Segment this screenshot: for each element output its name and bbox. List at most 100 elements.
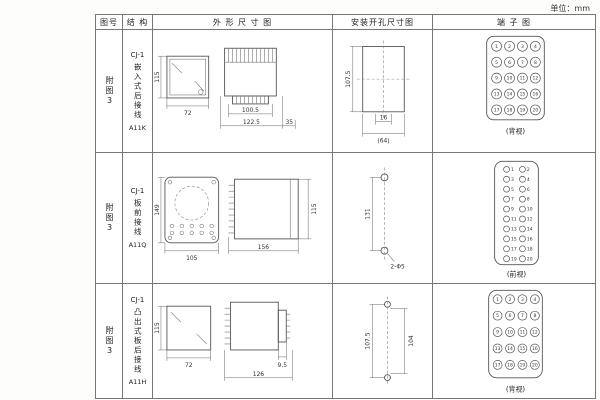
svg-text:7: 7	[521, 60, 524, 66]
structure-row3: CJ-1 凸出式板后接线 A11H	[123, 284, 153, 399]
svg-text:11: 11	[520, 330, 526, 336]
svg-text:3: 3	[521, 297, 524, 303]
spec-table: 图号 结 构 外 形 尺 寸 图 安装开孔尺寸图 端 子 图 附图3 CJ-1 …	[95, 14, 596, 399]
dim-front-width: 105	[186, 255, 198, 262]
mount-type-label: 嵌入式后接线	[133, 62, 143, 120]
svg-text:5: 5	[511, 187, 514, 193]
mount-type-label: 凸出式板后接线	[133, 307, 143, 375]
model-label: CJ-1	[130, 187, 145, 195]
svg-text:5: 5	[495, 60, 498, 66]
dim-front-width: 72	[185, 362, 193, 369]
header-terminal: 端 子 图	[433, 15, 596, 30]
svg-text:12: 12	[533, 76, 539, 82]
svg-text:12: 12	[532, 330, 538, 336]
outline-drawing-a11h: 115 72 9.5 126	[154, 301, 293, 381]
mounting-drawing-a11h: 107.5 104	[365, 296, 415, 386]
svg-text:1: 1	[495, 44, 498, 50]
dim-mount-v: 131	[365, 208, 372, 220]
model-label: CJ-1	[130, 50, 145, 59]
dim-mount-h2: (64)	[377, 137, 389, 144]
svg-text:19: 19	[511, 256, 517, 262]
svg-text:13: 13	[494, 92, 500, 98]
svg-text:9: 9	[495, 76, 498, 82]
outline-drawing-a11k: 115 72 100.5 122.5	[154, 47, 296, 129]
svg-text:16: 16	[532, 346, 538, 352]
mount-type-label: 板前接线	[133, 199, 143, 237]
svg-text:20: 20	[533, 107, 539, 113]
mounting-drawing-a11q: 131 2-Φ5	[365, 167, 405, 270]
svg-text:4: 4	[533, 297, 536, 303]
svg-text:15: 15	[520, 346, 526, 352]
svg-text:10: 10	[527, 207, 533, 213]
model-code: A11H	[128, 378, 147, 387]
svg-text:11: 11	[520, 76, 526, 82]
svg-text:14: 14	[527, 227, 533, 233]
fig-no-text: 附图3	[105, 202, 114, 234]
terminal-view-label: (前视)	[507, 270, 527, 279]
svg-text:4: 4	[527, 177, 530, 183]
svg-text:17: 17	[511, 246, 517, 252]
svg-text:18: 18	[507, 362, 513, 368]
svg-text:3: 3	[511, 177, 514, 183]
dim-side-height: 115	[311, 203, 318, 215]
header-outline: 外 形 尺 寸 图	[153, 15, 333, 30]
svg-text:12: 12	[527, 217, 533, 223]
svg-text:20: 20	[532, 362, 538, 368]
svg-text:9: 9	[511, 207, 514, 213]
terminal-view-label: (背视)	[506, 127, 526, 136]
svg-text:14: 14	[507, 92, 513, 98]
svg-text:8: 8	[527, 197, 530, 203]
dim-front-width: 72	[184, 110, 192, 117]
mounting-cell-row2: 131 2-Φ5	[333, 153, 433, 284]
svg-text:15: 15	[520, 92, 526, 98]
fig-no-row3: 附图3	[96, 284, 123, 399]
dim-mount-v1: 107.5	[365, 332, 372, 349]
outline-cell-row1: 115 72 100.5 122.5	[153, 30, 333, 153]
mounting-cell-row1: 107.5 16 (64)	[333, 30, 433, 153]
svg-text:2: 2	[508, 44, 511, 50]
model-code: A11Q	[128, 241, 147, 249]
svg-text:17: 17	[494, 107, 500, 113]
dim-side-w2: 126	[253, 371, 265, 378]
model-code: A11K	[129, 123, 146, 132]
mounting-cell-row3: 107.5 104	[333, 284, 433, 399]
svg-text:1: 1	[511, 167, 514, 173]
fig-no-text: 附图3	[105, 325, 114, 357]
svg-text:20: 20	[527, 256, 533, 262]
dim-mount-v: 107.5	[345, 70, 352, 87]
svg-text:7: 7	[521, 313, 524, 319]
dim-front-height: 115	[154, 71, 161, 83]
structure-row2: CJ-1 板前接线 A11Q	[123, 153, 153, 284]
svg-text:15: 15	[511, 236, 517, 242]
svg-text:18: 18	[507, 107, 513, 113]
dim-front-height: 115	[154, 322, 161, 334]
svg-text:13: 13	[511, 227, 517, 233]
svg-text:6: 6	[527, 187, 530, 193]
svg-text:8: 8	[534, 60, 537, 66]
svg-text:2: 2	[509, 297, 512, 303]
dim-mount-v2: 104	[408, 335, 415, 347]
svg-text:8: 8	[533, 313, 536, 319]
svg-text:2: 2	[527, 167, 530, 173]
svg-text:11: 11	[511, 217, 517, 223]
svg-text:13: 13	[495, 346, 501, 352]
svg-text:18: 18	[527, 246, 533, 252]
hole-spec-label: 2-Φ5	[390, 263, 405, 270]
dim-mount-h1: 16	[380, 115, 388, 122]
svg-text:10: 10	[507, 76, 513, 82]
fig-no-row1: 附图3	[96, 30, 123, 153]
svg-text:9: 9	[496, 330, 499, 336]
model-label: CJ-1	[130, 295, 145, 304]
svg-text:10: 10	[507, 330, 513, 336]
fig-no-row2: 附图3	[96, 153, 123, 284]
outline-cell-row3: 115 72 9.5 126	[153, 284, 333, 399]
svg-text:14: 14	[507, 346, 513, 352]
